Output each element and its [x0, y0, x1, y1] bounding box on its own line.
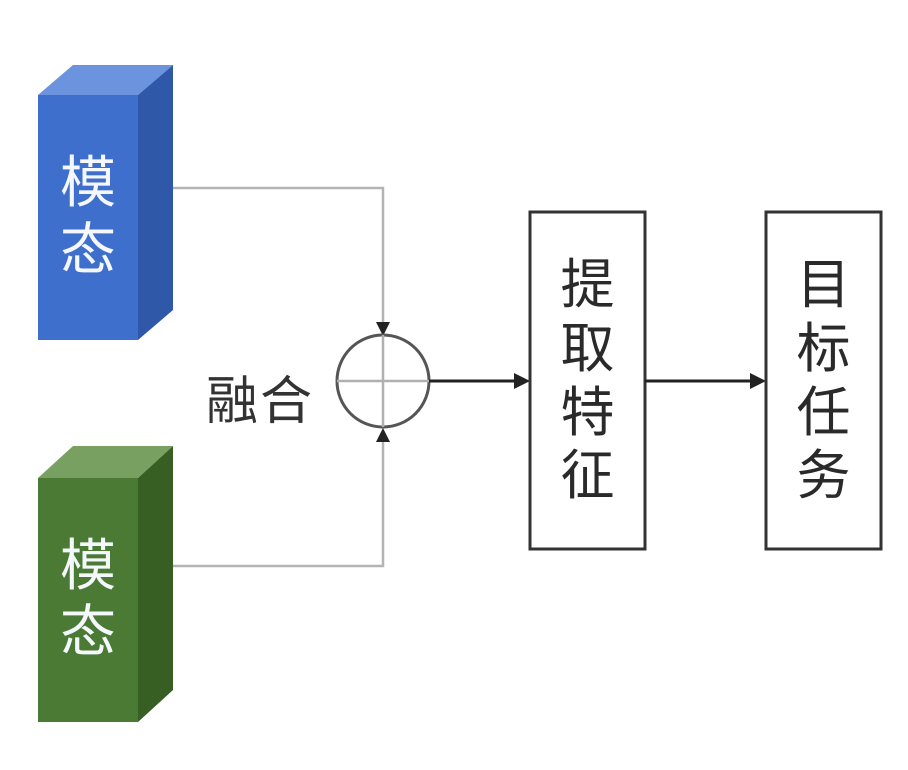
arrowhead-top-into-fusion: [376, 322, 390, 336]
arrowhead-into-target: [750, 373, 766, 389]
modality-top-label: 模态: [38, 95, 138, 340]
target-task-box: [764, 210, 883, 551]
connector-bottom-to-fusion: [173, 436, 385, 568]
modality-top-label-text: 模态: [60, 151, 116, 283]
extract-features-box: [528, 210, 647, 551]
target-task-label: 目标任务: [766, 212, 881, 549]
modality-block-top: [38, 65, 173, 340]
fusion-operator-icon: [335, 333, 431, 429]
target-task-label-text: 目标任务: [796, 253, 851, 508]
extract-features-label-text: 提取特征: [560, 253, 615, 508]
fusion-label: 融合: [205, 371, 314, 432]
modality-bottom-label: 模态: [38, 478, 138, 722]
arrowhead-into-extract: [514, 373, 530, 389]
connector-top-to-fusion: [173, 186, 385, 328]
extract-features-label: 提取特征: [530, 212, 645, 549]
modality-bottom-label-text: 模态: [60, 533, 116, 665]
modality-block-bottom: [38, 446, 173, 722]
arrowhead-bottom-into-fusion: [376, 428, 390, 442]
